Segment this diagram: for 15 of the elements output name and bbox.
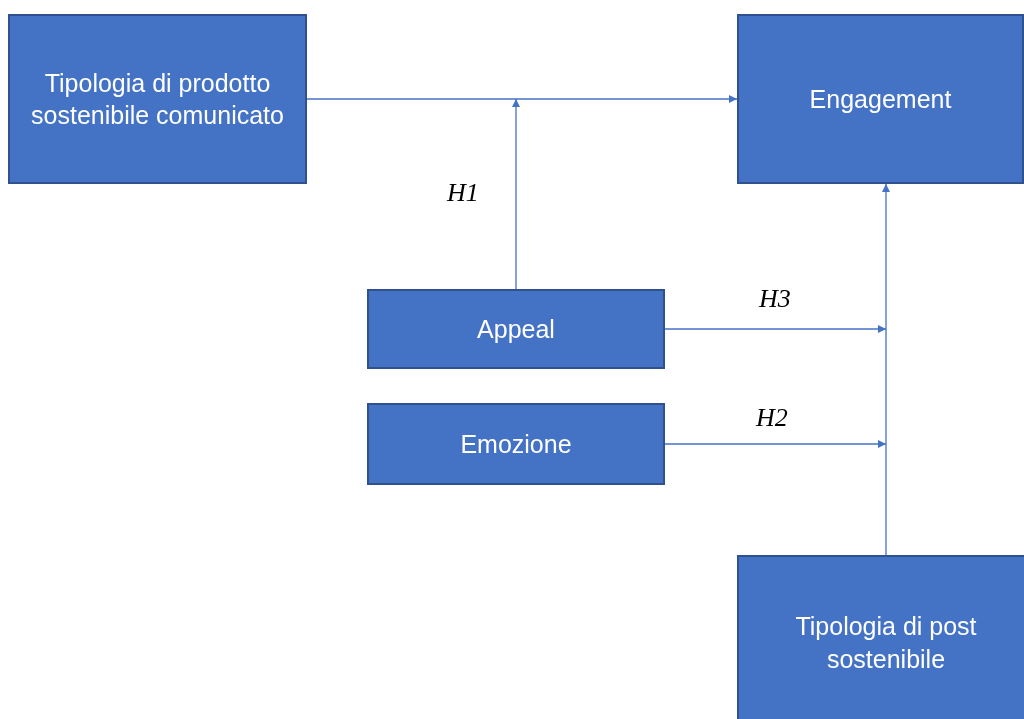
variable-box [367,289,665,369]
arrow [512,98,520,290]
box-label: Tipologia di post sostenibile [794,611,978,675]
arrow [664,325,887,333]
arrow [306,95,738,103]
variable-box [737,14,1024,184]
arrow [882,183,890,556]
box-label: Appeal [476,313,556,345]
variable-box [8,14,307,184]
variable-box [737,555,1024,719]
arrow [664,440,887,448]
box-label: Emozione [459,428,573,460]
variable-box [367,403,665,485]
box-label: Tipologia di prodotto sostenibile comunicato [30,67,285,131]
box-label: Engagement [808,83,953,115]
